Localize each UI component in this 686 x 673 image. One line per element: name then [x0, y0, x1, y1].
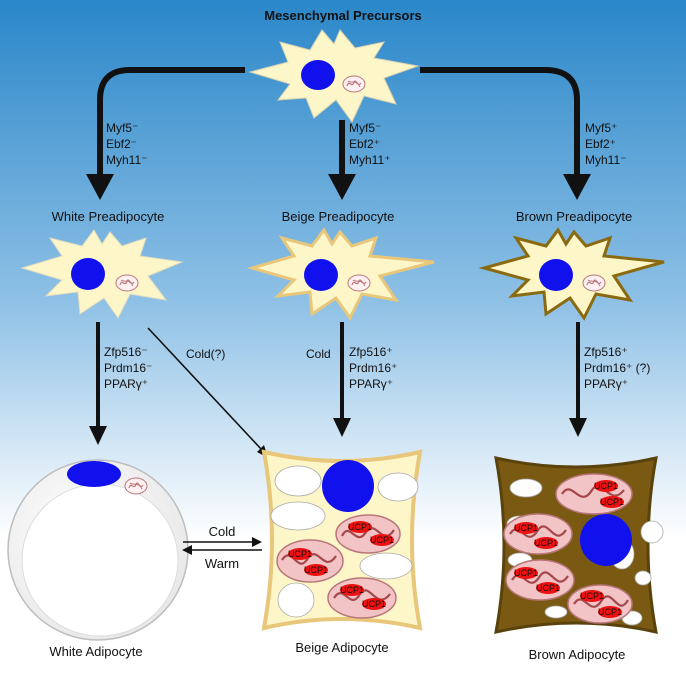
svg-text:PPARγ⁺: PPARγ⁺: [104, 377, 148, 391]
svg-text:PPARγ⁺: PPARγ⁺: [349, 377, 393, 391]
label-white-preadipocyte: White Preadipocyte: [52, 209, 165, 224]
markers-white-differentiation: Zfp516⁻ Prdm16⁻ PPARγ⁺: [104, 345, 152, 391]
brown-adipocyte-cell: UCP1 UCP1 UCP1 UCP1 UCP1 UCP1 UCP1 UC: [494, 456, 664, 634]
svg-text:UCP1: UCP1: [304, 565, 328, 575]
svg-text:UCP1: UCP1: [370, 535, 394, 545]
svg-text:Ebf2⁺: Ebf2⁺: [349, 137, 380, 151]
beige-preadipocyte-nucleus: [304, 259, 338, 291]
svg-text:UCP1: UCP1: [514, 523, 538, 533]
svg-text:Ebf2⁺: Ebf2⁺: [585, 137, 616, 151]
precursor-nucleus: [301, 60, 335, 90]
arrow-to-white: [86, 67, 245, 200]
label-beige-adipocyte: Beige Adipocyte: [295, 640, 388, 655]
markers-beige-precursor: Myf5⁻ Ebf2⁺ Myh11⁺: [349, 121, 390, 167]
markers-brown-differentiation: Zfp516⁺ Prdm16⁺ (?) PPARγ⁺: [584, 345, 650, 391]
brown-mitochondrion: UCP1 UCP1: [567, 584, 633, 624]
markers-brown-precursor: Myf5⁺ Ebf2⁺ Myh11⁻: [585, 121, 626, 167]
arrow-to-brown: [420, 67, 591, 200]
svg-text:UCP1: UCP1: [598, 607, 622, 617]
svg-text:Myh11⁻: Myh11⁻: [585, 153, 626, 167]
svg-text:UCP1: UCP1: [348, 522, 372, 532]
beige-adipocyte-cell: UCP1 UCP1 UCP1 UCP1 UCP1 UCP1: [261, 449, 423, 631]
svg-text:UCP1: UCP1: [288, 549, 312, 559]
svg-text:UCP1: UCP1: [580, 591, 604, 601]
white-preadipocyte-cell: [20, 229, 184, 319]
svg-text:UCP1: UCP1: [594, 481, 618, 491]
label-cold-beige: Cold: [306, 347, 331, 361]
diagram-title: Mesenchymal Precursors: [264, 8, 422, 23]
white-adipocyte-cell: [7, 459, 189, 641]
beige-preadipocyte-cell: [246, 227, 435, 321]
arrow-to-beige: [328, 120, 356, 200]
svg-text:UCP1: UCP1: [536, 583, 560, 593]
label-warm-transition: Warm: [205, 556, 239, 571]
svg-text:Zfp516⁻: Zfp516⁻: [104, 345, 148, 359]
label-brown-preadipocyte: Brown Preadipocyte: [516, 209, 632, 224]
svg-text:Myf5⁻: Myf5⁻: [106, 121, 138, 135]
svg-text:UCP1: UCP1: [340, 585, 364, 595]
svg-text:UCP1: UCP1: [600, 497, 624, 507]
label-beige-preadipocyte: Beige Preadipocyte: [282, 209, 395, 224]
label-cold-transition: Cold: [209, 524, 236, 539]
svg-text:Prdm16⁺: Prdm16⁺: [349, 361, 397, 375]
precursor-cell: [248, 29, 420, 123]
label-white-adipocyte: White Adipocyte: [49, 644, 142, 659]
svg-text:Ebf2⁻: Ebf2⁻: [106, 137, 137, 151]
svg-text:Myh11⁻: Myh11⁻: [106, 153, 147, 167]
beige-mitochondrion: UCP1 UCP1: [327, 577, 397, 619]
beige-mitochondrion: UCP1 UCP1: [276, 539, 344, 583]
beige-adipocyte-nucleus: [322, 460, 374, 512]
brown-preadipocyte-cell: [478, 227, 665, 321]
svg-text:Myf5⁻: Myf5⁻: [349, 121, 381, 135]
brown-preadipocyte-nucleus: [539, 259, 573, 291]
arrow-brown-differentiation: [569, 322, 587, 437]
markers-beige-differentiation: Zfp516⁺ Prdm16⁺ PPARγ⁺: [349, 345, 397, 391]
arrow-beige-differentiation: [333, 322, 351, 437]
svg-text:Prdm16⁻: Prdm16⁻: [104, 361, 152, 375]
brown-mitochondrion: UCP1 UCP1: [505, 559, 575, 601]
svg-text:UCP1: UCP1: [534, 538, 558, 548]
label-brown-adipocyte: Brown Adipocyte: [529, 647, 626, 662]
svg-text:UCP1: UCP1: [362, 599, 386, 609]
beige-mitochondrion: UCP1 UCP1: [335, 514, 401, 554]
white-preadipocyte-nucleus: [71, 258, 105, 290]
svg-text:UCP1: UCP1: [514, 568, 538, 578]
svg-text:Prdm16⁺ (?): Prdm16⁺ (?): [584, 361, 650, 375]
arrow-white-differentiation: [89, 322, 107, 445]
arrow-cold-warm-transition: [182, 537, 262, 555]
svg-text:Myf5⁺: Myf5⁺: [585, 121, 617, 135]
markers-white-precursor: Myf5⁻ Ebf2⁻ Myh11⁻: [106, 121, 147, 167]
white-adipocyte-nucleus: [67, 461, 121, 487]
label-cold-question: Cold(?): [186, 347, 225, 361]
brown-mitochondrion: UCP1 UCP1: [503, 513, 573, 555]
brown-mitochondrion: UCP1 UCP1: [555, 473, 633, 515]
svg-text:Zfp516⁺: Zfp516⁺: [349, 345, 393, 359]
svg-text:Myh11⁺: Myh11⁺: [349, 153, 390, 167]
svg-text:PPARγ⁺: PPARγ⁺: [584, 377, 628, 391]
svg-text:Zfp516⁺: Zfp516⁺: [584, 345, 628, 359]
brown-adipocyte-nucleus: [580, 514, 632, 566]
